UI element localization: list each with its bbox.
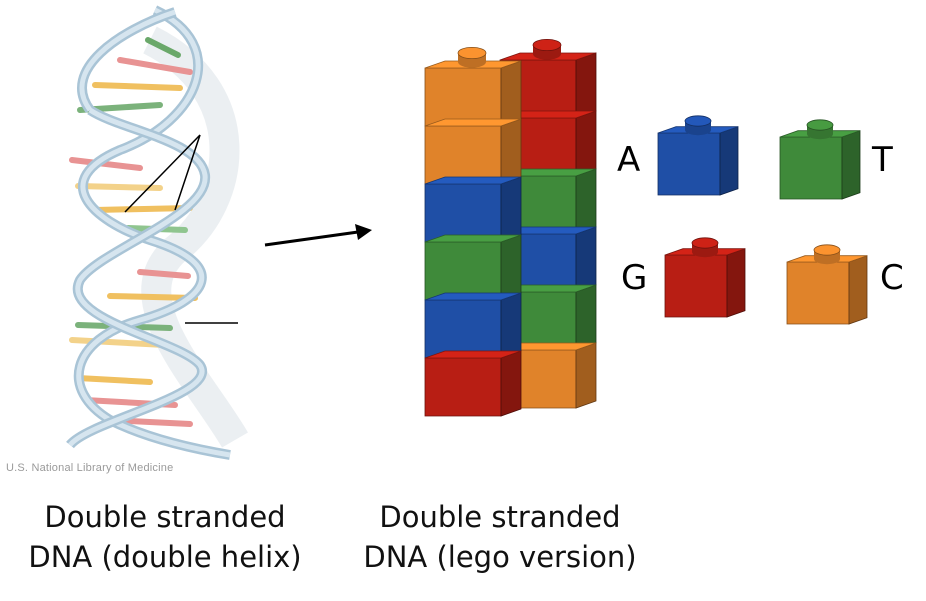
- key-brick-g: [664, 248, 746, 318]
- helix-base-pairs: [69, 37, 198, 427]
- lego-brick-left-1: [424, 60, 522, 127]
- lego-caption: Double stranded DNA (lego version): [350, 497, 650, 577]
- lego-stud-right: [532, 39, 562, 60]
- helix-caption-line1: Double stranded: [44, 500, 286, 534]
- double-helix-illustration: [66, 5, 248, 460]
- base-color-key: [657, 115, 868, 325]
- key-letter-c: C: [880, 258, 904, 298]
- lego-stud-left: [457, 47, 487, 68]
- key-brick-a: [657, 126, 739, 196]
- key-letter-a: A: [617, 140, 641, 180]
- lego-brick-left-5: [424, 292, 522, 359]
- helix-caption-line2: DNA (double helix): [28, 540, 302, 574]
- lego-brick-left-2: [424, 118, 522, 185]
- key-brick-c: [786, 255, 868, 325]
- key-letter-t: T: [872, 140, 893, 180]
- key-stud-g: [691, 237, 719, 258]
- lego-dna-stack: [424, 39, 597, 417]
- key-brick-t: [779, 130, 861, 200]
- key-letter-g: G: [621, 258, 648, 298]
- lego-caption-line2: DNA (lego version): [363, 540, 637, 574]
- image-credit: U.S. National Library of Medicine: [6, 462, 174, 474]
- lego-caption-line1: Double stranded: [379, 500, 621, 534]
- lego-brick-left-3: [424, 176, 522, 243]
- key-stud-t: [806, 119, 834, 140]
- helix-caption: Double stranded DNA (double helix): [0, 497, 330, 577]
- key-stud-a: [684, 115, 712, 136]
- arrow-icon: [264, 224, 372, 247]
- lego-brick-left-6: [424, 350, 522, 417]
- lego-brick-left-4: [424, 234, 522, 301]
- key-stud-c: [813, 244, 841, 265]
